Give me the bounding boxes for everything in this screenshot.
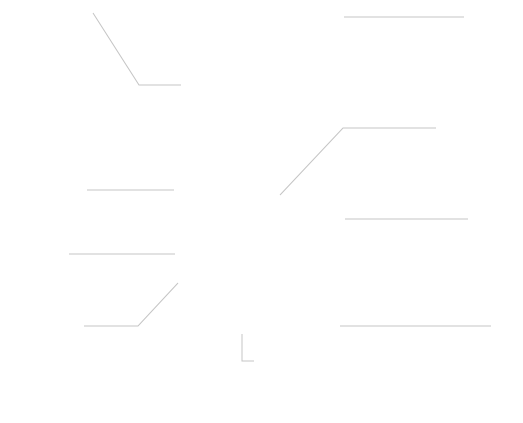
leader-7-bent-line (84, 282, 179, 327)
leader-1-bent-line (92, 12, 181, 86)
leader-9-bent-line (241, 334, 254, 362)
leader-line-group (69, 12, 491, 362)
leader-3-bent-line (279, 127, 436, 196)
